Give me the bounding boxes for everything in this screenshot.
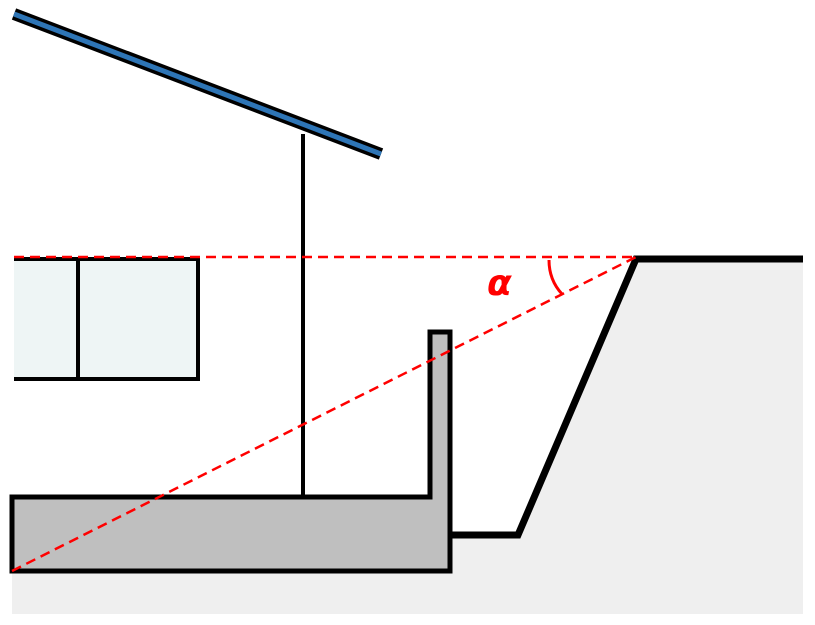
- sight-line: [11, 255, 637, 573]
- angle-arc: [547, 259, 564, 296]
- ground-fill-left: [12, 570, 450, 614]
- angle-label: α: [487, 263, 512, 304]
- window-frame: [14, 257, 200, 381]
- roof-panel: [13, 11, 382, 157]
- embankment-outline: [450, 255, 803, 539]
- window-pane: [14, 259, 198, 379]
- embankment-fill: [450, 259, 803, 614]
